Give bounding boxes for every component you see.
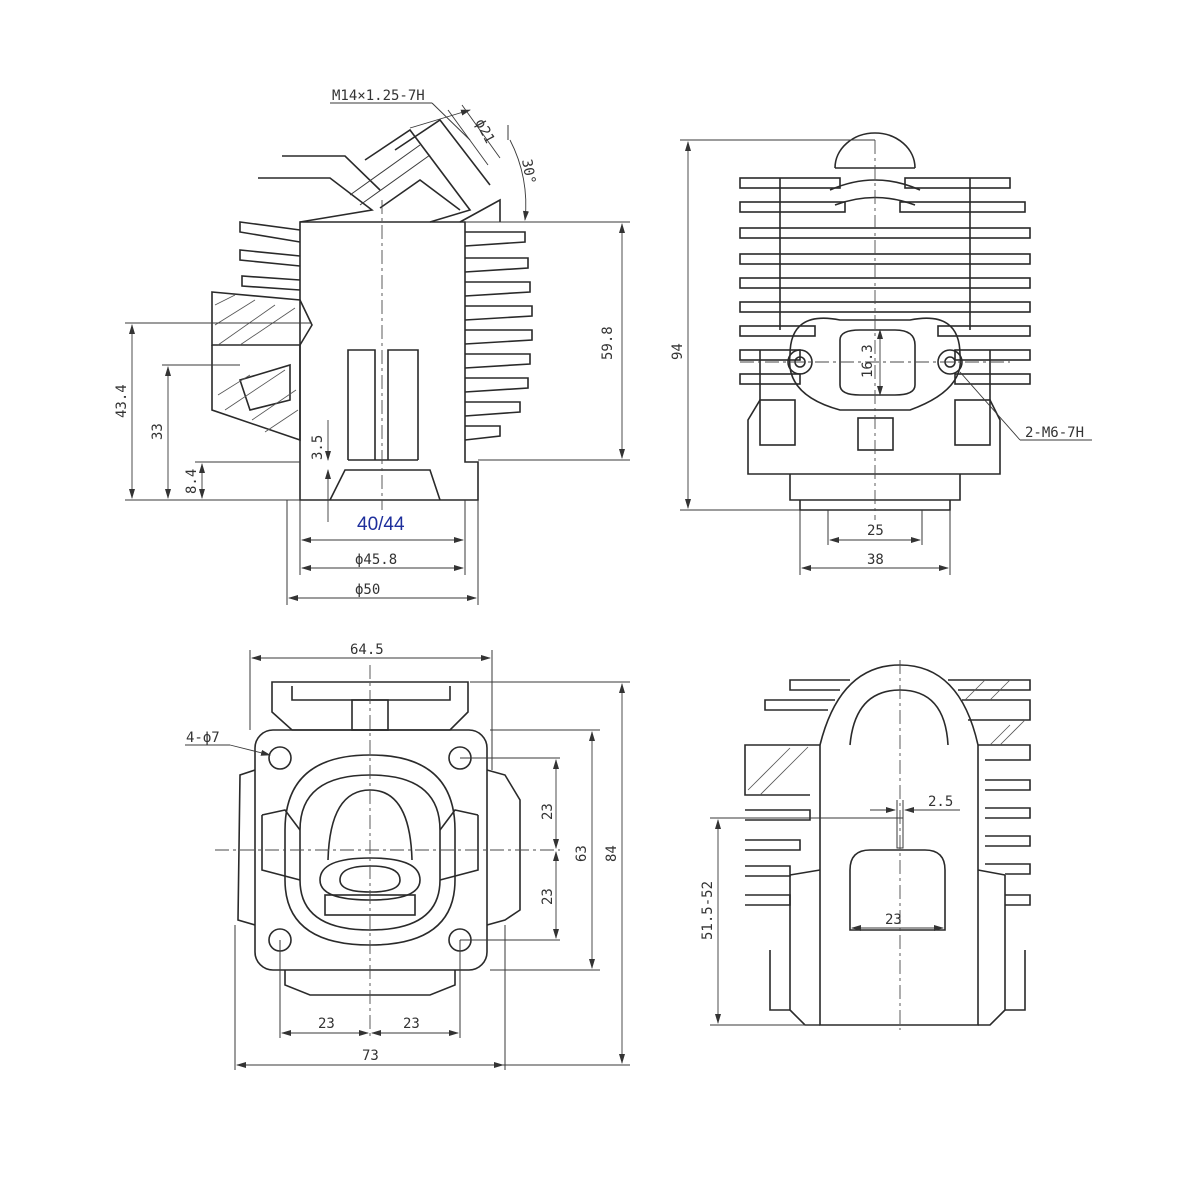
thread-callout-m6: 2-M6-7H xyxy=(1025,425,1084,441)
dia-50: ϕ50 xyxy=(355,582,380,598)
vert-23-upper: 23 xyxy=(540,803,556,820)
width-25: 25 xyxy=(867,523,884,539)
front-right-fins xyxy=(459,198,533,441)
section-hatching xyxy=(747,679,1026,796)
width-38: 38 xyxy=(867,552,884,568)
angle-label: 30° xyxy=(518,158,538,186)
horiz-23-right: 23 xyxy=(403,1016,420,1032)
front-view: M14×1.25-7H ϕ21 30° 59.8 43.4 33 8.4 3.5… xyxy=(114,88,630,605)
front-port-hatching xyxy=(214,294,299,433)
spark-dia-label: ϕ21 xyxy=(471,116,497,146)
section-view: 2.5 51.5-52 23 xyxy=(700,660,1031,1030)
width-73: 73 xyxy=(362,1048,379,1064)
bottom-dimensions xyxy=(185,650,630,1070)
height-43-4: 43.4 xyxy=(114,384,130,418)
bore-label: 40/44 xyxy=(357,514,405,535)
height-3-5: 3.5 xyxy=(310,435,326,460)
height-51-5-52: 51.5-52 xyxy=(700,881,716,940)
bottom-view: 64.5 4-ϕ7 23 23 63 84 23 23 73 xyxy=(185,642,630,1070)
section-left-fins xyxy=(744,679,850,906)
side-fins xyxy=(739,177,1031,385)
height-8-4: 8.4 xyxy=(184,469,200,494)
vert-23-lower: 23 xyxy=(540,888,556,905)
height-94: 94 xyxy=(670,343,686,360)
front-left-fins xyxy=(239,155,381,291)
height-59-8: 59.8 xyxy=(600,326,616,360)
height-33: 33 xyxy=(150,423,166,440)
gap-2-5: 2.5 xyxy=(928,794,953,810)
front-dimensions xyxy=(125,102,630,605)
dia-45-8: ϕ45.8 xyxy=(355,552,397,568)
horiz-23-left: 23 xyxy=(318,1016,335,1032)
vert-63: 63 xyxy=(574,845,590,862)
section-dimensions xyxy=(710,800,960,1026)
section-right-fins xyxy=(948,679,1031,906)
width-64-5: 64.5 xyxy=(350,642,384,658)
side-view: 94 16.3 2-M6-7H 25 38 xyxy=(670,132,1092,575)
thread-label: M14×1.25-7H xyxy=(332,88,425,104)
hole-callout: 4-ϕ7 xyxy=(186,730,220,746)
height-16-3: 16.3 xyxy=(860,344,876,378)
vert-84: 84 xyxy=(604,845,620,862)
port-width-23: 23 xyxy=(885,912,902,928)
side-dimensions xyxy=(680,139,1092,575)
